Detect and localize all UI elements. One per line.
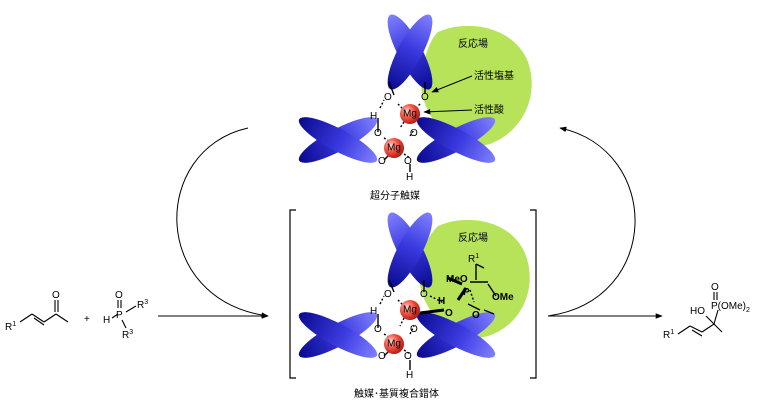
oxygen-atom: O	[410, 324, 418, 335]
supramolecular-catalyst: O O H O O O O H Mg Mg 反応場 活性塩基 活性酸 超分子触媒	[298, 14, 532, 202]
active-base-arrow	[431, 75, 473, 93]
hydrogen-atom: H	[103, 315, 110, 326]
hydrogen-atom: H	[406, 172, 413, 183]
mg-center-lower: Mg	[384, 334, 404, 354]
reaction-field-bottom	[418, 219, 530, 338]
oxygen-atom: O	[378, 351, 386, 362]
cycle-arrow-left	[176, 127, 269, 318]
svg-text:Mg: Mg	[403, 305, 417, 316]
ligand-left	[298, 312, 378, 358]
oxygen-atom: O	[384, 92, 392, 103]
oxygen-atom: O	[445, 308, 453, 319]
oxygen-atom: O	[472, 310, 480, 321]
oxygen-atom: O	[378, 156, 386, 167]
catalyst-caption: 超分子触媒	[370, 189, 420, 202]
cycle-arrow-right	[547, 126, 636, 317]
oxygen-atom: O	[410, 128, 418, 139]
hydroxyl-label: HO	[690, 306, 705, 317]
hydrogen-atom: H	[438, 296, 445, 307]
active-base-label: 活性塩基	[474, 69, 514, 82]
oxygen-atom: O	[420, 289, 428, 300]
phosphoryl-oxygen: O	[711, 282, 719, 293]
oxygen-atom: O	[404, 156, 412, 167]
oxygen-atom: O	[374, 128, 382, 139]
ligand-right	[416, 312, 496, 358]
hydrogen-atom: H	[406, 370, 413, 381]
ligand-left	[298, 117, 378, 163]
substituent-r1: R1	[468, 253, 479, 265]
oxygen-atom: O	[384, 289, 392, 300]
oxygen-atom: O	[404, 351, 412, 362]
complex-bonds	[377, 263, 497, 370]
left-bracket	[289, 209, 296, 379]
enone-substrate: R1 O	[5, 290, 69, 333]
ligand-right	[416, 117, 496, 163]
mg-center-upper: Mg	[400, 300, 420, 320]
active-acid-label: 活性酸	[474, 103, 504, 116]
substituent-r3: R3	[122, 329, 133, 341]
phosphorus-atom: P	[116, 310, 123, 321]
substituent-r3: R3	[137, 299, 148, 311]
oxygen-atom: O	[421, 92, 429, 103]
oxygen-atom: O	[374, 324, 382, 335]
hydrogen-atom: H	[370, 306, 377, 317]
reaction-field-top	[420, 25, 532, 146]
svg-text:Mg: Mg	[387, 339, 401, 350]
reaction-field-label: 反応場	[458, 231, 488, 244]
svg-text:Mg: Mg	[387, 143, 401, 154]
ligand-top	[387, 212, 433, 288]
svg-text:Mg: Mg	[403, 109, 417, 120]
right-bracket	[530, 209, 537, 379]
hydrogen-atom: H	[370, 111, 377, 122]
carbonyl-oxygen: O	[52, 290, 60, 301]
complex-caption: 触媒･基質複合錯体	[354, 387, 439, 400]
phosphoryl-oxygen: O	[115, 290, 123, 301]
plus-sign: +	[84, 314, 90, 325]
mg-center-upper: Mg	[400, 104, 420, 124]
methoxy-label: OMe	[492, 292, 514, 303]
active-acid-arrow	[423, 108, 473, 115]
phosphonate-label: P(OMe)2	[711, 301, 750, 314]
catalyst-substrate-complex: O O H O O O O H MeO P OMe O H R1 O Mg Mg…	[289, 209, 537, 400]
substituent-r1: R1	[5, 321, 16, 333]
reaction-field-label: 反応場	[458, 37, 488, 50]
phosphorus-atom: P	[463, 287, 470, 298]
mg-center-lower: Mg	[384, 138, 404, 158]
phosphorus-reagent: H P O R3 R3	[103, 290, 148, 341]
phosphonate-product: R1 HO P(OMe)2 O	[663, 282, 750, 341]
ligand-top	[387, 14, 433, 90]
substituent-r1: R1	[663, 329, 674, 341]
methoxy-label: MeO	[446, 274, 468, 285]
